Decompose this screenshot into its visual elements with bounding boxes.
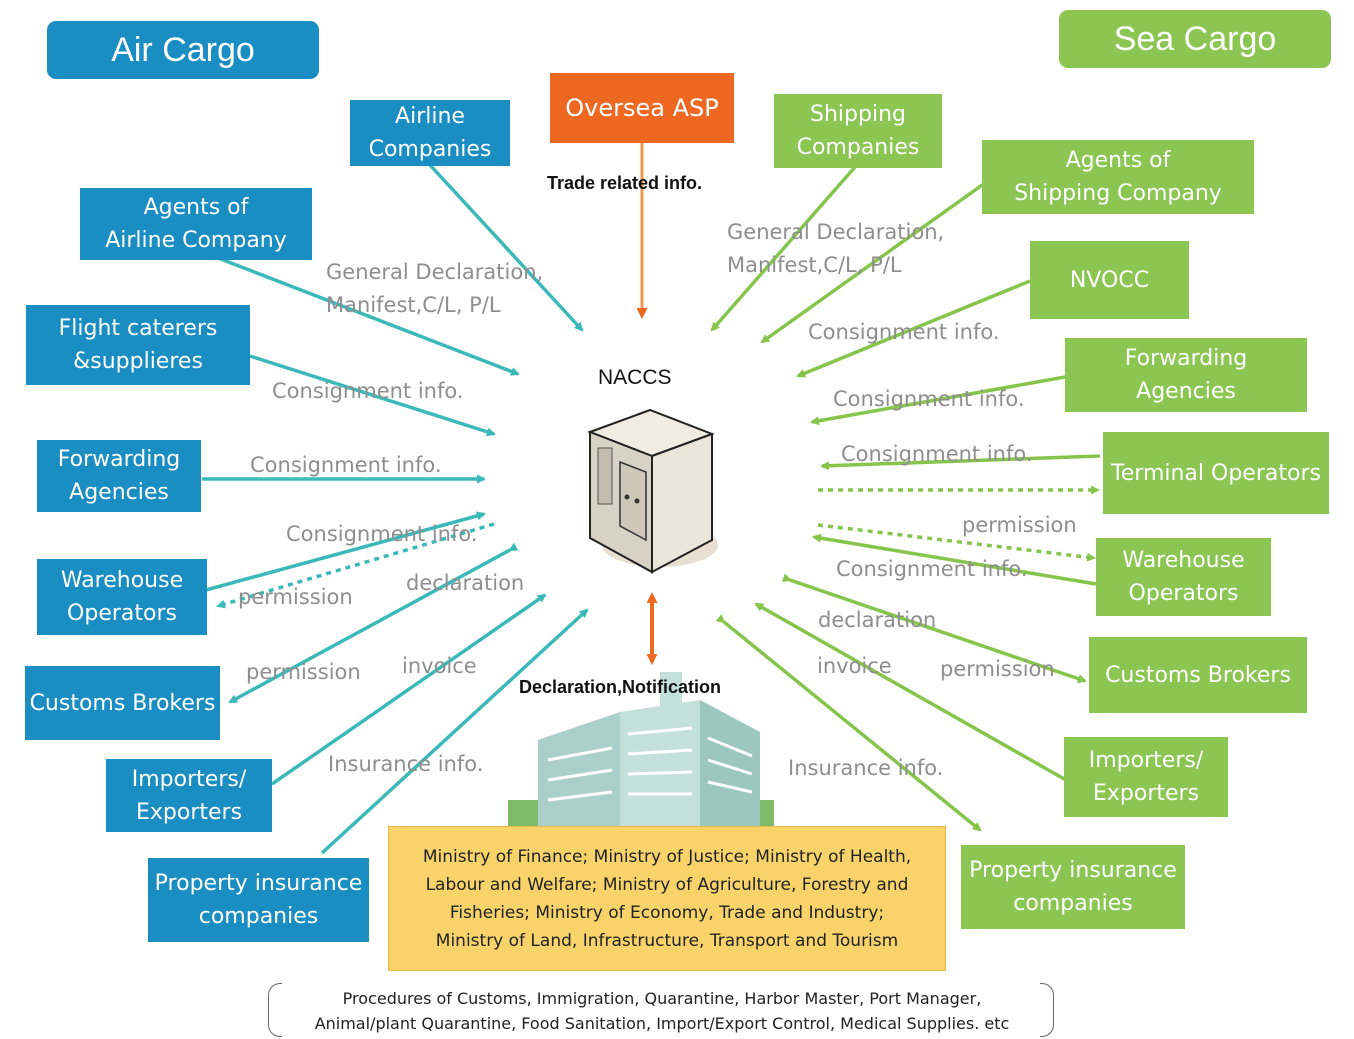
ministry-line: Labour and Welfare; Ministry of Agricult… [425,874,909,895]
air-invoice-label: invoice [402,654,477,678]
sea-cargo-header: Sea Cargo [1059,10,1331,68]
ministry-line: Fisheries; Ministry of Economy, Trade an… [449,902,885,923]
sea-consignment-label-4: Consignment info. [836,557,1028,581]
box-label-line: Agents of [1065,148,1171,173]
air-permission-label-2: permission [246,660,361,684]
air-agents-box: Agents of Airline Company [80,188,312,260]
air-declaration-label: declaration [406,571,525,595]
sea-permission-label-1: permission [962,513,1077,537]
air-permission-label-1: permission [238,585,353,609]
air-cargo-header: Air Cargo [47,21,319,79]
box-label-line: Operators [1128,581,1239,606]
arrow-sea-forwarding [810,375,1066,426]
ministries-box: Ministry of Finance; Ministry of Justice… [388,826,946,971]
nvocc-box: NVOCC [1030,241,1189,319]
box-label-line: Airline [395,104,465,129]
sea-consignment-label-3: Consignment info. [841,442,1033,466]
box-label-line: Agencies [1136,379,1236,404]
sea-insurance-box: Property insurance companies [961,845,1185,929]
box-label-line: companies [1013,891,1133,916]
air-consignment-label-3: Consignment info. [286,522,478,546]
air-insurance-box: Property insurance companies [148,858,369,942]
air-consignment-label-2: Consignment info. [250,453,442,477]
label-line: Manifest,C/L, P/L [326,293,501,317]
procedures-line: Procedures of Customs, Immigration, Quar… [342,989,982,1008]
arrow-air-brokers [228,542,519,704]
box-label-line: companies [198,904,319,929]
arrow-terminal-in [820,454,1101,471]
air-insurance-label: Insurance info. [328,752,484,776]
box-label-line: Operators [67,601,177,626]
box-label-line: &supplieres [73,349,203,374]
arrow-air-importers [271,593,547,786]
sea-importers-box: Importers/Exporters [1064,737,1228,817]
label-line: Manifest,C/L, P/L [727,253,902,277]
arrow-sea-insurance [715,614,982,832]
arrow-sea-warehouse-permission [817,523,1096,562]
procedures-text: Procedures of Customs, Immigration, Quar… [272,985,1052,1037]
box-label-line: Forwarding [1124,346,1248,371]
arrow-airline [428,163,584,332]
sea-declaration-label: declaration [818,608,937,632]
arrow-nvocc [796,279,1031,378]
trade-related-info-label: Trade related info. [547,173,703,193]
sea-arrows [710,165,1101,832]
sea-insurance-label: Insurance info. [788,756,944,780]
ministry-line: Ministry of Finance; Ministry of Justice… [422,846,912,867]
box-label-line: Property insurance [154,871,363,896]
sea-customs-brokers-box: Customs Brokers [1089,637,1307,713]
box-label-line: Agencies [69,480,169,505]
box-label-line: Warehouse [1122,548,1245,573]
sea-invoice-label: invoice [817,654,892,678]
arrow-sea-agents [760,181,987,344]
ministry-line: Ministry of Land, Infrastructure, Transp… [435,930,899,951]
box-label-line: Flight caterers [58,316,218,341]
box-label-line: Airline Company [105,228,287,253]
box-label-line: Shipping Company [1014,181,1222,206]
box-label-line: Forwarding [57,447,181,472]
box-label-line: Companies [368,137,492,162]
box-label-line: Shipping [810,102,906,127]
air-arrows [202,163,589,855]
box-label-line: Exporters [1092,781,1200,806]
arrow-air-agents [217,256,520,376]
procedures-line: Animal/plant Quarantine, Food Sanitation… [314,1014,1010,1033]
arrow-caterers [249,354,496,437]
sea-permission-label-2: permission [940,657,1055,681]
terminal-operators-box: Terminal Operators [1103,432,1329,514]
box-label-line: Property insurance [969,858,1177,883]
sea-consignment-label-2: Consignment info. [833,387,1025,411]
sea-consignment-label-1: Consignment info. [808,320,1000,344]
air-customs-brokers-box: Customs Brokers [25,666,220,740]
box-label-line: Warehouse [60,568,184,593]
naccs-title: NACCS [598,366,672,389]
building-icon [508,672,774,826]
server-icon [587,408,718,574]
box-label-line: Importers/ [1088,748,1204,773]
label-line: General Declaration, [326,260,544,284]
air-general-declaration-label: General Declaration, Manifest,C/L, P/L [326,256,543,322]
air-consignment-label-1: Consignment info. [272,379,464,403]
air-importers-box: Importers/Exporters [106,759,272,832]
box-label-line: Companies [796,135,920,160]
label-line: General Declaration, [727,220,945,244]
sea-general-declaration-label: General Declaration, Manifest,C/L, P/L [727,216,944,282]
arrow-shipping [710,165,857,332]
declaration-notification-label: Declaration,Notification [519,677,722,697]
arrow-air-insurance [320,608,589,855]
box-label-line: Agents of [143,195,249,220]
box-label-line: Exporters [135,799,243,825]
oversea-asp-box: Oversea ASP [550,73,734,143]
box-label-line: Importers/ [131,766,247,792]
flight-caterers-box: Flight caterers&supplieres [26,305,250,385]
sea-agents-box: Agents of Shipping Company [982,140,1254,214]
